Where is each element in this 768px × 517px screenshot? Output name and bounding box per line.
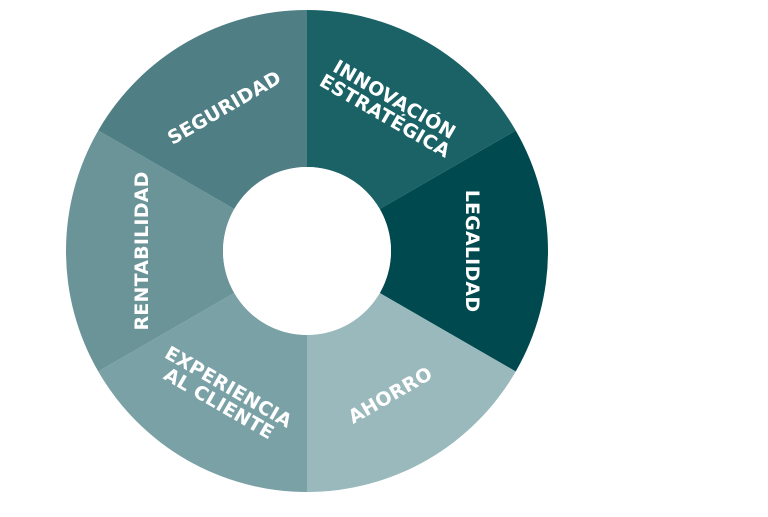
segment-label-legalidad: LEGALIDAD (461, 190, 483, 313)
segment-innovacion (307, 10, 516, 209)
segment-seguridad (98, 10, 308, 209)
segment-experiencia (98, 293, 308, 492)
center-hole (223, 167, 391, 335)
segment-legalidad (379, 130, 548, 372)
segment-label-rentabilidad: RENTABILIDAD (131, 171, 153, 330)
segment-rentabilidad (66, 130, 235, 372)
segment-ahorro (307, 293, 516, 492)
